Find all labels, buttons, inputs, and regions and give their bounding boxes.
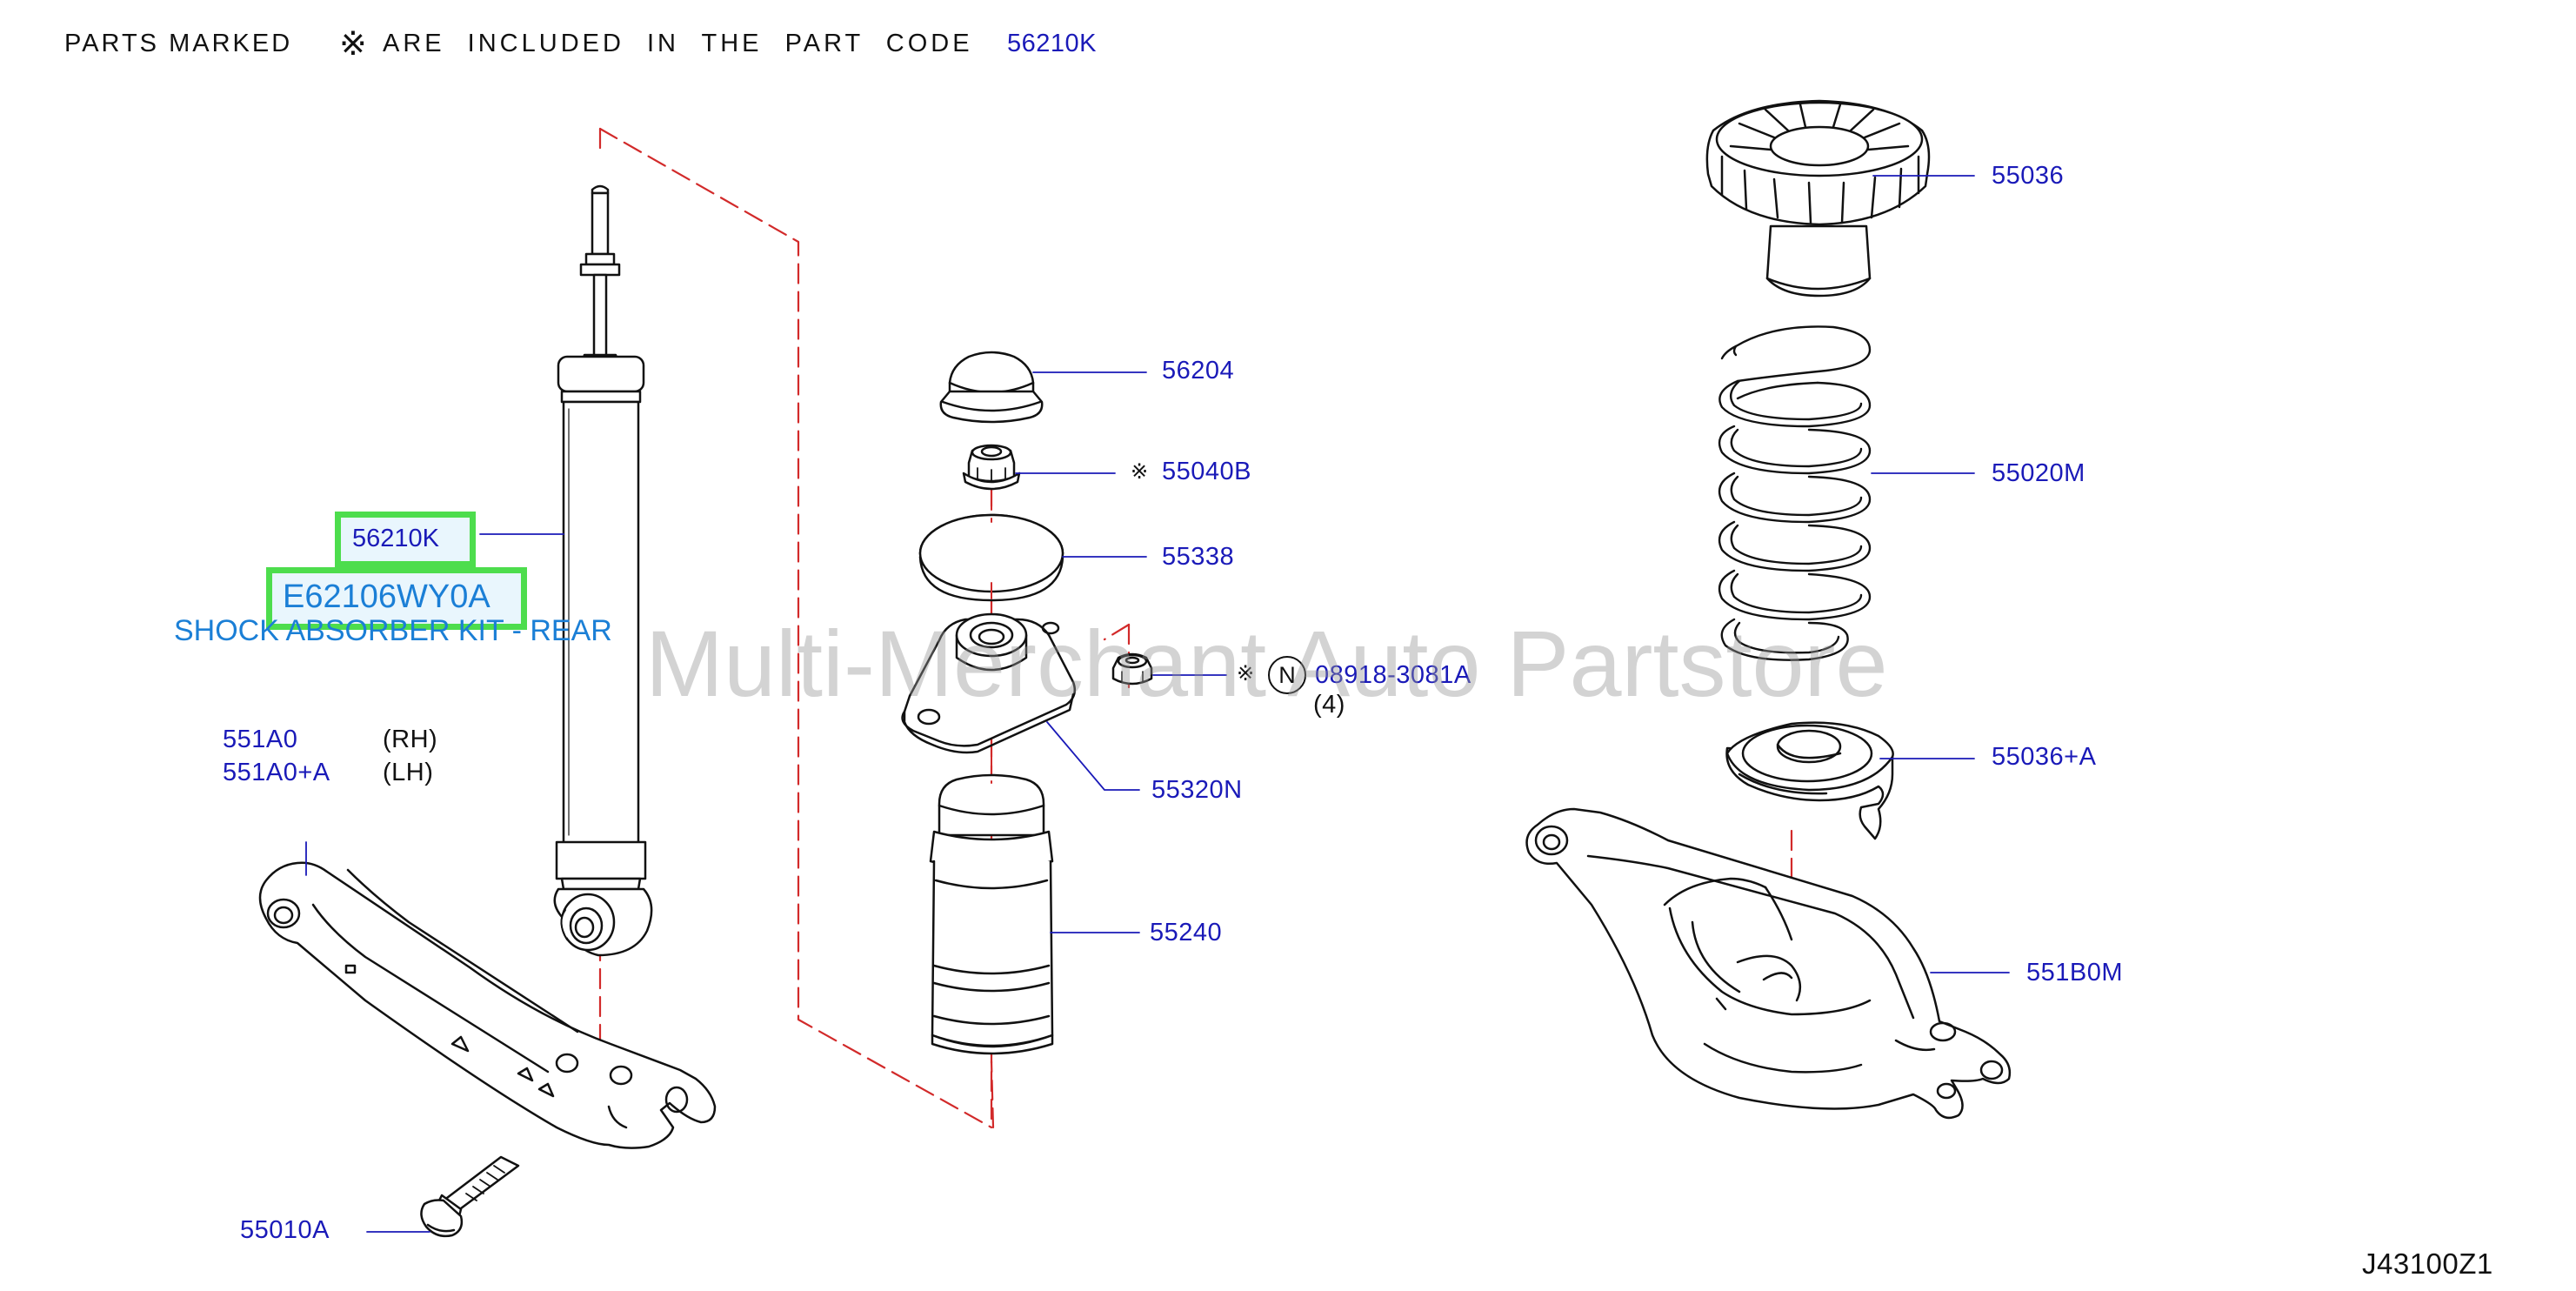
spring-seat-55036 bbox=[1705, 99, 1931, 298]
label-55010a[interactable]: 55010A bbox=[240, 1216, 330, 1244]
shock-absorber bbox=[553, 184, 653, 957]
lower-seat-55036a bbox=[1725, 721, 1894, 840]
header-part-code[interactable]: 56210K bbox=[1007, 30, 1097, 57]
diagram-code: J43100Z1 bbox=[2362, 1248, 2493, 1280]
label-55320n[interactable]: 55320N bbox=[1151, 776, 1243, 804]
label-55338[interactable]: 55338 bbox=[1162, 543, 1235, 571]
label-55036[interactable]: 55036 bbox=[1992, 162, 2065, 190]
label-55020m[interactable]: 55020M bbox=[1992, 459, 2085, 487]
label-551a0a[interactable]: 551A0+A bbox=[223, 759, 330, 786]
highlight-kit-code: E62106WY0A bbox=[283, 579, 491, 615]
label-55040b[interactable]: 55040B bbox=[1162, 458, 1251, 485]
highlight-part-number: 56210K bbox=[352, 525, 439, 552]
label-551a0[interactable]: 551A0 bbox=[223, 726, 298, 753]
header-are-included: ARE INCLUDED IN THE PART CODE bbox=[383, 30, 973, 57]
header-parts-marked: PARTS MARKED bbox=[64, 30, 293, 57]
dust-boot-55240 bbox=[929, 773, 1054, 1055]
mount-bracket-55320n bbox=[901, 612, 1076, 754]
part-number-highlight[interactable]: 56210K bbox=[335, 512, 476, 567]
asterisk-55040b: ※ bbox=[1131, 460, 1149, 484]
watermark: Multi-Merchant Auto Partstore bbox=[645, 611, 1888, 716]
label-56204[interactable]: 56204 bbox=[1162, 357, 1235, 385]
label-08918-3081a[interactable]: 08918-3081A bbox=[1315, 661, 1472, 689]
coil-spring-55020m bbox=[1718, 325, 1872, 661]
lower-control-arm-551b0m bbox=[1525, 807, 2012, 1120]
kit-code-highlight[interactable]: E62106WY0A bbox=[266, 567, 527, 630]
header-reference-symbol: ※ bbox=[339, 26, 367, 63]
label-551a0a-side: (LH) bbox=[383, 759, 434, 786]
asterisk-08918: ※ bbox=[1237, 662, 1255, 686]
label-55036a[interactable]: 55036+A bbox=[1992, 743, 2097, 771]
nut-08918-3081a bbox=[1111, 652, 1153, 686]
nut-55040b bbox=[962, 444, 1021, 491]
bolt-55010a bbox=[420, 1155, 520, 1238]
n-symbol-icon: N bbox=[1268, 656, 1306, 694]
leader-lines bbox=[305, 175, 2010, 1233]
label-55240[interactable]: 55240 bbox=[1150, 919, 1223, 947]
bumper-cap-56204 bbox=[939, 351, 1044, 424]
lower-link-arm bbox=[258, 861, 717, 1149]
washer-55338 bbox=[918, 513, 1064, 602]
kit-name[interactable]: SHOCK ABSORBER KIT - REAR bbox=[174, 614, 612, 647]
label-551b0m[interactable]: 551B0M bbox=[2026, 959, 2124, 987]
label-551a0-side: (RH) bbox=[383, 726, 438, 753]
label-08918-qty: (4) bbox=[1313, 691, 1345, 719]
